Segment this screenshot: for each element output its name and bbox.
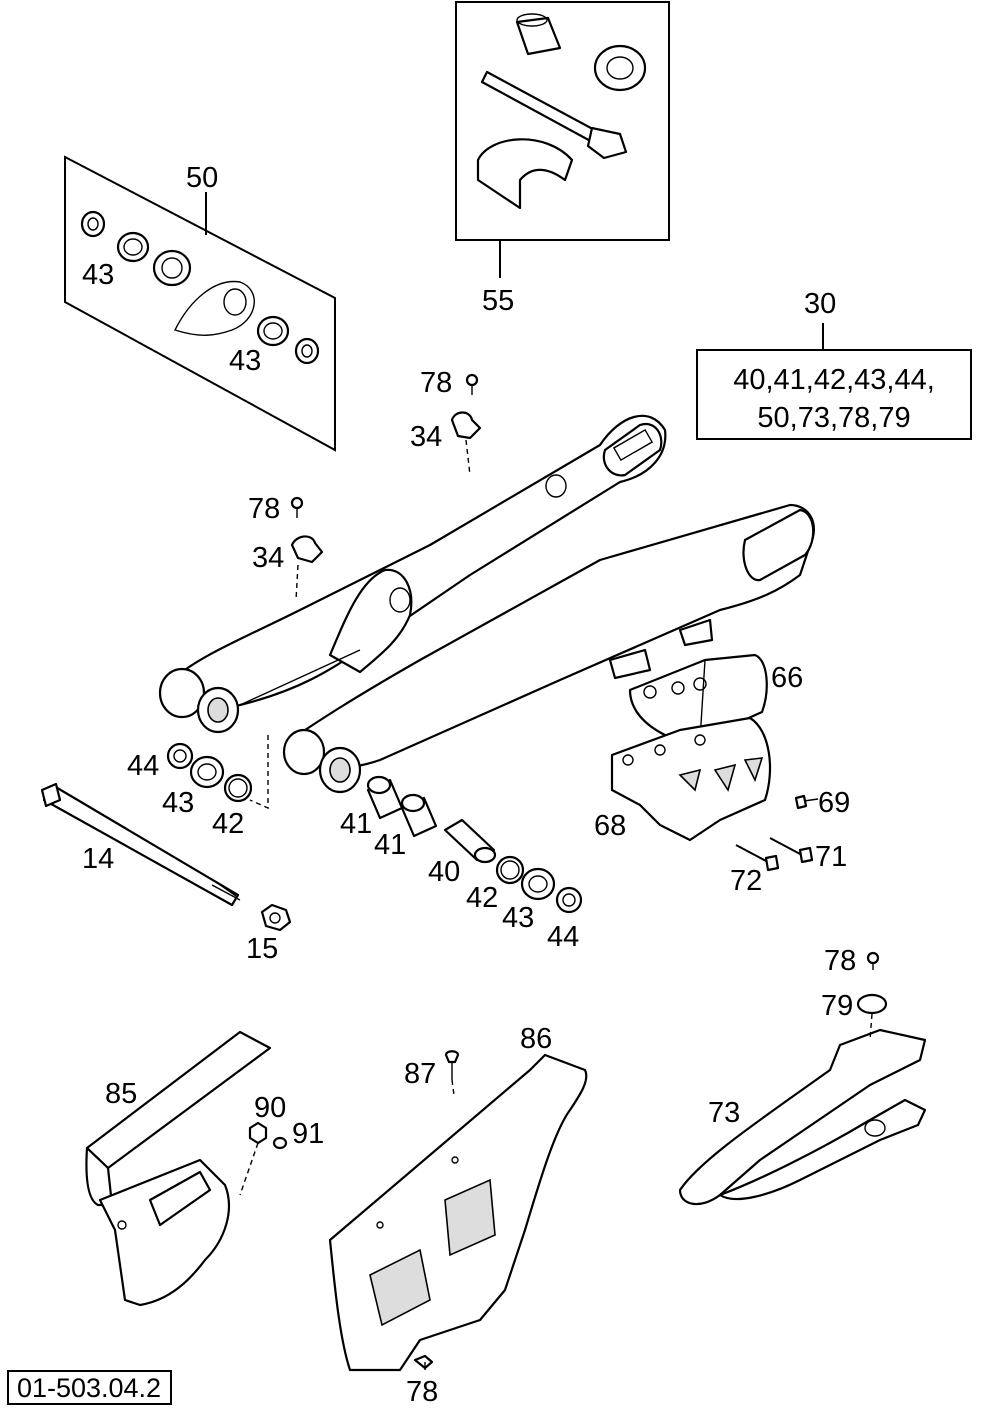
bolt-72-shape — [735, 844, 780, 872]
nut-90-shape — [239, 1121, 268, 1196]
kit55-bolt-shape — [480, 70, 628, 160]
kit-30-contents-line2: 50,73,78,79 — [757, 402, 910, 434]
washer-79-shape — [856, 993, 888, 1015]
callout-44-right: 44 — [547, 921, 579, 953]
kit50-bearing-shape — [152, 249, 192, 287]
kit-55-box — [455, 1, 670, 278]
callout-71: 71 — [815, 841, 847, 873]
kit-30-contents-line1: 40,41,42,43,44, — [733, 364, 935, 396]
left-pivot-stack-shape — [166, 735, 269, 810]
callout-44-left: 44 — [127, 750, 159, 782]
callout-34-top: 34 — [410, 421, 442, 453]
callout-85: 85 — [105, 1078, 137, 1110]
callout-43-kit-a: 43 — [82, 259, 114, 291]
callout-43-right: 43 — [502, 902, 534, 934]
callout-78-mid: 78 — [248, 493, 280, 525]
kit-30-box — [696, 323, 972, 440]
kit50-bushing-b-shape — [294, 337, 320, 365]
kit55-half-shell-shape — [476, 138, 574, 210]
callout-90: 90 — [254, 1092, 286, 1124]
screw-78-top-shape — [465, 373, 479, 395]
callout-87: 87 — [404, 1058, 436, 1090]
chain-guard-86-shape — [328, 1053, 588, 1372]
callout-42-left: 42 — [212, 808, 244, 840]
kit50-bushing-shape — [80, 210, 106, 238]
callout-34-mid: 34 — [252, 542, 284, 574]
callout-78-right: 78 — [824, 945, 856, 977]
kit55-bearing-shape — [593, 44, 647, 92]
kit50-linkage-eye-shape — [174, 280, 255, 336]
callout-91: 91 — [292, 1118, 324, 1150]
screw-87-shape — [444, 1050, 460, 1096]
washer-91-shape — [272, 1136, 288, 1150]
sleeve-40-shape — [443, 818, 497, 864]
nut-15-shape — [260, 903, 292, 932]
callout-40: 40 — [428, 856, 460, 888]
screw-78-mid-shape — [290, 496, 304, 518]
chain-guide-68-shape — [610, 716, 772, 842]
callout-72: 72 — [730, 865, 762, 897]
clip-34-mid-shape — [290, 535, 324, 601]
needle-bearings-41-shape — [366, 775, 438, 838]
callout-55: 55 — [482, 285, 514, 317]
clip-34-top-shape — [450, 411, 482, 476]
callout-42-right: 42 — [466, 882, 498, 914]
callout-30: 30 — [804, 288, 836, 320]
kit50-seal-ring-b-shape — [256, 315, 290, 347]
chain-slider-73-shape — [678, 1013, 927, 1206]
callout-43-kit-b: 43 — [229, 345, 261, 377]
screw-78-bottom-shape — [413, 1354, 434, 1370]
axle-14-shape — [40, 782, 241, 907]
callout-66: 66 — [771, 662, 803, 694]
callout-73: 73 — [708, 1097, 740, 1129]
callout-79: 79 — [821, 990, 853, 1022]
callout-41-b: 41 — [374, 829, 406, 861]
callout-50: 50 — [186, 162, 218, 194]
callout-14: 14 — [82, 843, 114, 875]
callout-69: 69 — [818, 787, 850, 819]
callout-78-top: 78 — [420, 367, 452, 399]
screw-69-shape — [794, 794, 819, 810]
callout-15: 15 — [246, 933, 278, 965]
drawing-number-box — [7, 1370, 172, 1405]
callout-78-bottom: 78 — [406, 1376, 438, 1408]
callout-68: 68 — [594, 810, 626, 842]
bolt-71-shape — [769, 837, 814, 864]
kit-50-frame — [64, 155, 336, 452]
callout-43-left: 43 — [162, 787, 194, 819]
right-pivot-stack-shape — [495, 855, 583, 914]
swingarm-shape — [158, 414, 815, 794]
drawing-number: 01-503.04.2 — [17, 1373, 161, 1403]
kit50-seal-ring-shape — [116, 231, 150, 263]
chain-guard-85-shape — [85, 1030, 272, 1307]
callout-86: 86 — [520, 1023, 552, 1055]
kit55-sleeve-shape — [515, 13, 562, 56]
screw-78-right-shape — [866, 951, 880, 970]
callout-41-a: 41 — [340, 808, 372, 840]
